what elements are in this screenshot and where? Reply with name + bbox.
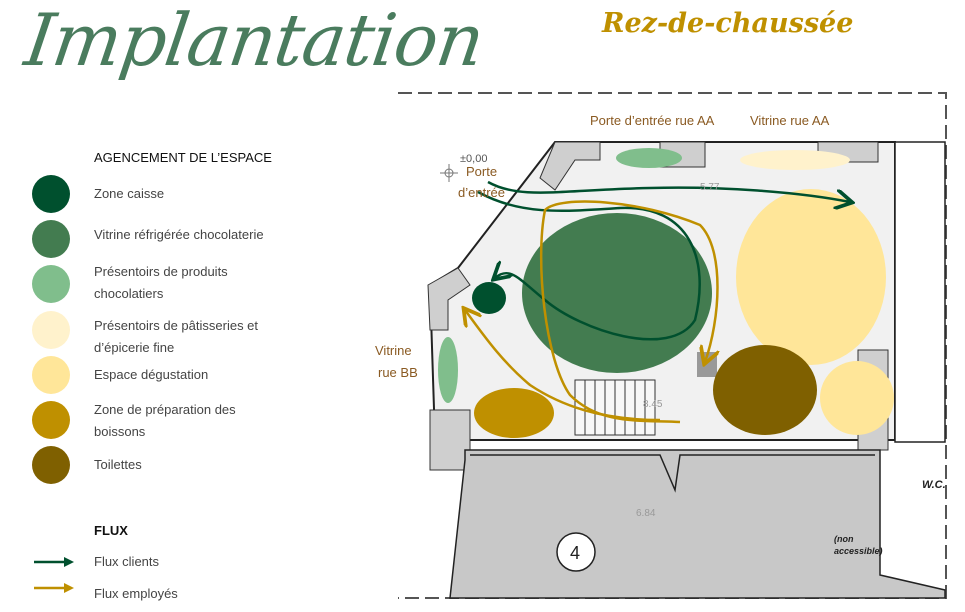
legend-heading: AGENCEMENT DE L’ESPACE — [94, 150, 272, 165]
legend-label: Zone caisse — [94, 186, 165, 201]
legend-label: Zone de préparation des boissons — [94, 402, 236, 439]
zone-espace-degustation — [736, 189, 886, 365]
flux-heading: FLUX — [94, 523, 128, 538]
legend-label: Toilettes — [94, 457, 142, 472]
zone-toilettes — [713, 345, 817, 435]
wc-label: W.C. — [922, 479, 946, 491]
floor-subtitle: Rez-de-chaussée — [602, 8, 854, 39]
degustation-swatch — [32, 356, 70, 394]
legend-label: Présentoirs de produits chocolatiers — [94, 264, 228, 301]
crosshair-icon — [440, 164, 458, 182]
non-accessible-2: accessible) — [834, 546, 883, 556]
presentoirs-patisseries-swatch — [32, 311, 70, 349]
zone-boissons — [474, 388, 554, 438]
dimension-3: 6.84 — [636, 508, 656, 519]
presentoir-patisseries — [740, 150, 850, 170]
label-vitrine-bb-1: Vitrine — [375, 343, 412, 358]
zone-vitrine-refrigeree — [522, 213, 712, 373]
label-vitrine-aa: Vitrine rue AA — [750, 113, 830, 128]
flux-label: Flux employés — [94, 586, 178, 601]
presentoir-chocolat-bb — [438, 337, 458, 403]
level-marker: ±0,00 — [460, 153, 487, 165]
room-number: 4 — [570, 543, 580, 563]
legend-item-presentoirs-patisseries: Présentoirs de pâtisseries et d’épicerie… — [32, 311, 258, 355]
vitrine-swatch — [32, 220, 70, 258]
legend-item-vitrine-refrigeree: Vitrine réfrigérée chocolaterie — [32, 220, 264, 258]
label-porte-aa: Porte d’entrée rue AA — [590, 113, 715, 128]
dimension-1: 5.77 — [700, 182, 720, 193]
label-vitrine-bb-2: rue BB — [378, 365, 418, 380]
presentoir-chocolat-aa — [616, 148, 682, 168]
presentoirs-chocolat-swatch — [32, 265, 70, 303]
lower-room — [449, 449, 946, 599]
boissons-swatch — [32, 401, 70, 439]
zone-caisse — [472, 282, 506, 314]
arrow-green-icon — [34, 557, 74, 567]
legend-item-toilettes: Toilettes — [32, 446, 142, 484]
room-number-badge — [556, 532, 596, 572]
flux-clients-path — [487, 180, 850, 202]
dimension-2: 8.45 — [643, 399, 663, 410]
zone-espace-degustation-2 — [820, 361, 894, 435]
legend-item-boissons: Zone de préparation des boissons — [32, 401, 236, 439]
label-porte-1: Porte — [466, 164, 497, 179]
legend-flux-clients: Flux clients — [34, 554, 159, 569]
legend-flux-employes: Flux employés — [34, 582, 178, 601]
legend-label: Espace dégustation — [94, 367, 209, 382]
legend-item-presentoirs-chocolat: Présentoirs de produits chocolatiers — [32, 264, 228, 303]
legend-item-zone-caisse: Zone caisse — [32, 175, 164, 213]
non-accessible-1: (non — [834, 534, 854, 544]
zone-caisse-swatch — [32, 175, 70, 213]
flux-label: Flux clients — [94, 554, 160, 569]
label-porte-2: d’entrée — [458, 185, 505, 200]
flux-employes-path-2 — [465, 310, 661, 422]
legend-item-espace-degustation: Espace dégustation — [32, 356, 208, 394]
legend-label: Vitrine réfrigérée chocolaterie — [94, 227, 264, 242]
toilettes-swatch — [32, 446, 70, 484]
legend-label: Présentoirs de pâtisseries et d’épicerie… — [94, 318, 259, 355]
arrow-gold-icon — [34, 583, 74, 593]
